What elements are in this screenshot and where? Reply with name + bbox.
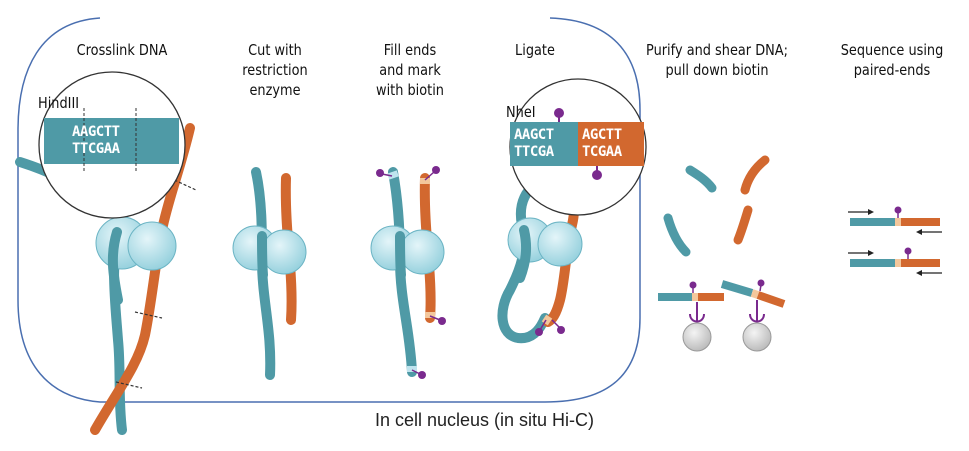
- sequence-bottom: TTCGAA: [72, 141, 120, 157]
- label-line: Sequence using: [840, 41, 944, 59]
- read-pair: [848, 206, 942, 235]
- label-line: paired-ends: [853, 61, 931, 79]
- biotin-marker: [535, 319, 547, 336]
- enzyme-label-hindiii: HindIII: [38, 94, 80, 112]
- cut-mark: [115, 381, 143, 389]
- hindiii-sequence: AAGCTT TTCGAA: [72, 124, 120, 158]
- label-line: Crosslink DNA: [76, 41, 168, 59]
- biotin-marker: [376, 169, 393, 177]
- sequence-top: AAGCT: [514, 127, 554, 143]
- label-line: Fill ends: [383, 41, 437, 59]
- biotin-marker: [554, 108, 564, 122]
- label-line: Purify and shear DNA;: [646, 41, 788, 59]
- biotin-marker: [689, 281, 697, 293]
- step-label-sequence: Sequence using paired-ends: [832, 40, 952, 80]
- nhei-orange-box: [578, 122, 644, 166]
- sequence-top: AAGCTT: [72, 124, 120, 140]
- streptavidin-bead: [682, 302, 712, 352]
- teal-fragment: [720, 280, 754, 297]
- read-pair: [848, 247, 942, 276]
- label-line: enzyme: [249, 81, 301, 99]
- step-label-ligate: Ligate: [496, 40, 573, 60]
- label-line: with biotin: [376, 81, 444, 99]
- orange-fragment: [733, 205, 753, 245]
- teal-strand-front: [515, 225, 532, 283]
- teal-fragment: [685, 165, 717, 193]
- nucleus-caption: In cell nucleus (in situ Hi-C): [374, 410, 595, 430]
- sequencing-step: [848, 206, 942, 276]
- teal-fragment: [663, 213, 691, 257]
- fill-end: [387, 170, 399, 180]
- step-label-cut: Cut with restriction enzyme: [223, 40, 326, 100]
- biotin-marker: [551, 319, 565, 334]
- teal-strand-front: [395, 231, 406, 280]
- biotin-marker: [411, 369, 426, 379]
- orange-fragment: [756, 291, 786, 308]
- protein-right: [261, 229, 307, 275]
- ligate-step: [497, 78, 647, 344]
- shear-step: [658, 155, 786, 352]
- sequence-top: AGCTT: [582, 127, 622, 143]
- teal-strand-front: [257, 231, 268, 280]
- label-line: pull down biotin: [665, 61, 769, 79]
- biotin-marker: [424, 166, 440, 181]
- biotin-marker: [592, 166, 602, 180]
- orange-fragment: [740, 155, 770, 195]
- biotin-step: [370, 166, 446, 379]
- step-label-biotin: Fill ends and mark with biotin: [358, 40, 461, 100]
- teal-strand-front: [107, 227, 123, 305]
- streptavidin-bead: [742, 300, 772, 352]
- protein-right: [127, 221, 177, 271]
- nhei-teal-box: [510, 122, 578, 166]
- enzyme-label-nhei: NheI: [506, 103, 536, 121]
- sequence-bottom: TTCGA: [514, 144, 554, 160]
- sequence-bottom: TCGAA: [582, 144, 622, 160]
- protein-right: [399, 229, 445, 275]
- ligated-loop-teal: [497, 177, 550, 344]
- label-line: and mark: [379, 61, 441, 79]
- protein-right: [537, 221, 583, 267]
- junction: [541, 314, 553, 326]
- crosslink-step: [15, 71, 197, 435]
- label-line: Ligate: [515, 41, 555, 59]
- step-label-crosslink: Crosslink DNA: [53, 40, 191, 60]
- biotin-marker: [757, 279, 765, 292]
- hindiii-dna-box: [44, 118, 179, 164]
- biotin-marker: [429, 315, 446, 325]
- nhei-left-sequence: AAGCT TTCGA: [514, 127, 554, 161]
- nhei-right-sequence: AGCTT TCGAA: [582, 127, 622, 161]
- step-label-purify: Purify and shear DNA; pull down biotin: [627, 40, 808, 80]
- label-line: Cut with: [248, 41, 302, 59]
- cut-step: [232, 167, 307, 380]
- junction: [750, 289, 760, 299]
- nucleus-boundary: [17, 17, 641, 403]
- label-line: restriction: [242, 61, 308, 79]
